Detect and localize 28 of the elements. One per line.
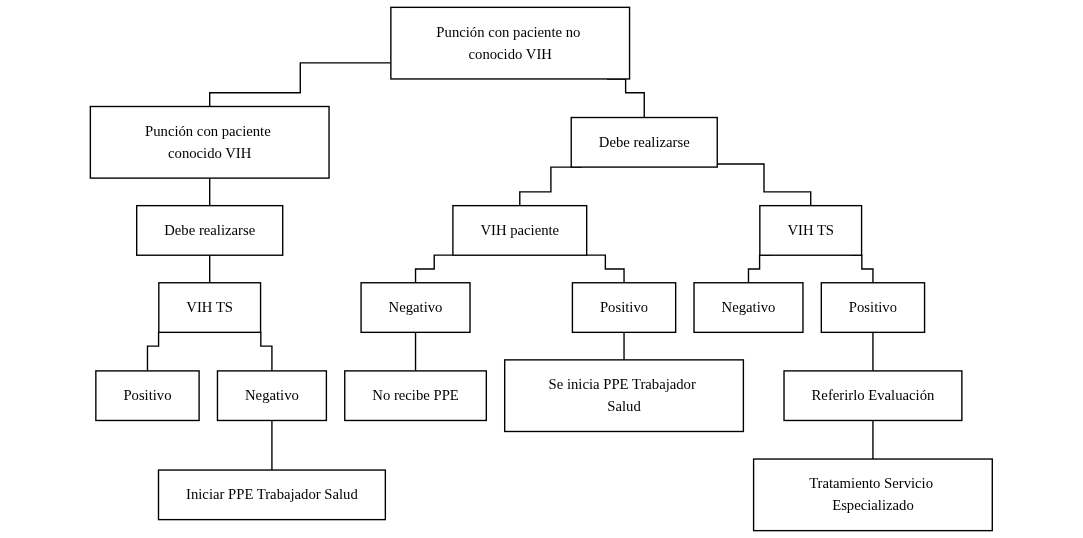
node-box: Negativo	[216, 370, 328, 422]
connector	[872, 331, 874, 372]
node-box: Debe realizarse	[136, 204, 284, 256]
node-box: Se inicia PPE Trabajador Salud	[504, 359, 745, 433]
node-box: Positivo	[95, 370, 200, 422]
node-box: Punción con paciente no conocido VIH	[390, 6, 631, 80]
connector	[623, 331, 625, 361]
node-box: Iniciar PPE Trabajador Salud	[158, 469, 387, 521]
connector	[872, 419, 874, 460]
connector	[586, 254, 625, 284]
connector	[415, 331, 417, 372]
connector	[209, 177, 211, 207]
node-box: Negativo	[360, 282, 471, 334]
node-box: VIH TS	[158, 282, 262, 334]
node-box: VIH paciente	[452, 204, 588, 256]
connector	[415, 254, 454, 284]
node-box: Referirlo Evaluación	[783, 370, 963, 422]
node-box: Negativo	[693, 282, 804, 334]
node-box: No recibe PPE	[344, 370, 488, 422]
node-box: Positivo	[571, 282, 677, 334]
connector	[271, 419, 273, 471]
node-box: Positivo	[820, 282, 926, 334]
node-box: Punción con paciente conocido VIH	[89, 105, 330, 179]
node-box: Debe realizarse	[570, 116, 719, 168]
connector	[209, 62, 392, 108]
node-box: VIH TS	[759, 204, 863, 256]
node-box: Tratamiento Servicio Especializado	[753, 458, 994, 532]
connector	[209, 254, 211, 284]
